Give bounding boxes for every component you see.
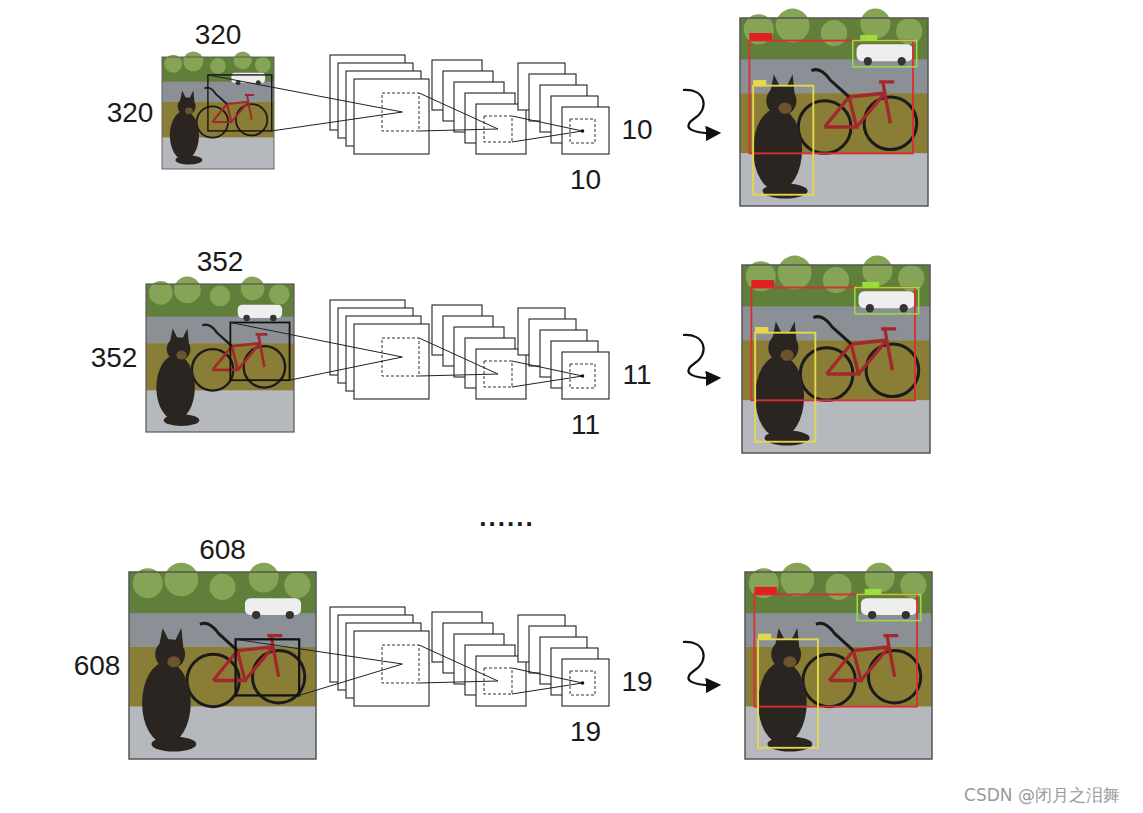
feature-map-stack xyxy=(518,615,609,706)
projection-line xyxy=(512,668,583,683)
watermark: CSDN @闭月之泪舞 xyxy=(964,787,1120,804)
feature-map-stack xyxy=(432,612,526,706)
projection-line xyxy=(290,357,403,380)
projection-line xyxy=(419,645,498,681)
input-photo xyxy=(162,51,274,169)
projection-line xyxy=(419,93,498,129)
projection-line xyxy=(512,683,583,694)
size-label: 352 xyxy=(91,344,138,372)
feature-map-stack xyxy=(518,308,609,399)
size-label: 19 xyxy=(570,718,601,746)
size-label: 320 xyxy=(195,21,242,49)
projection-line xyxy=(419,338,498,374)
projection-line xyxy=(419,681,498,683)
projection-line xyxy=(419,374,498,376)
output-photo xyxy=(745,563,932,759)
point xyxy=(581,681,585,685)
output-photo xyxy=(740,9,928,206)
point xyxy=(581,129,585,133)
output-photo xyxy=(742,256,930,453)
size-label: 608 xyxy=(199,536,246,564)
squiggle-arrow xyxy=(683,642,718,685)
size-label: 11 xyxy=(622,361,651,389)
size-label: 320 xyxy=(107,99,154,127)
feature-map-stack xyxy=(330,55,429,154)
projection-line xyxy=(512,116,583,131)
receptive-field xyxy=(570,671,595,695)
feature-map-stack xyxy=(330,300,429,399)
receptive-field xyxy=(570,364,595,388)
size-label: 19 xyxy=(621,668,652,696)
squiggle-arrow xyxy=(683,335,718,378)
input-photo xyxy=(146,277,294,432)
squiggle-arrow xyxy=(683,90,718,133)
feature-map-stack xyxy=(518,63,609,154)
projection-line xyxy=(236,639,403,664)
size-label: 352 xyxy=(197,248,244,276)
projection-line xyxy=(230,322,402,357)
size-label: 10 xyxy=(570,166,601,194)
point xyxy=(581,374,585,378)
size-label: 10 xyxy=(621,116,652,144)
projection-line xyxy=(512,361,583,376)
feature-map-stack xyxy=(432,305,526,399)
size-label: 608 xyxy=(74,652,121,680)
projection-line xyxy=(419,129,498,131)
input-photo xyxy=(129,563,316,759)
feature-map-stack xyxy=(432,60,526,154)
size-label: 11 xyxy=(571,411,600,439)
projection-line xyxy=(272,112,403,131)
receptive-field xyxy=(570,119,595,143)
projection-line xyxy=(208,75,402,112)
projection-line xyxy=(299,664,402,695)
projection-line xyxy=(512,131,583,142)
ellipsis: ...... xyxy=(479,504,534,530)
projection-line xyxy=(512,376,583,387)
feature-map-stack xyxy=(330,607,429,706)
